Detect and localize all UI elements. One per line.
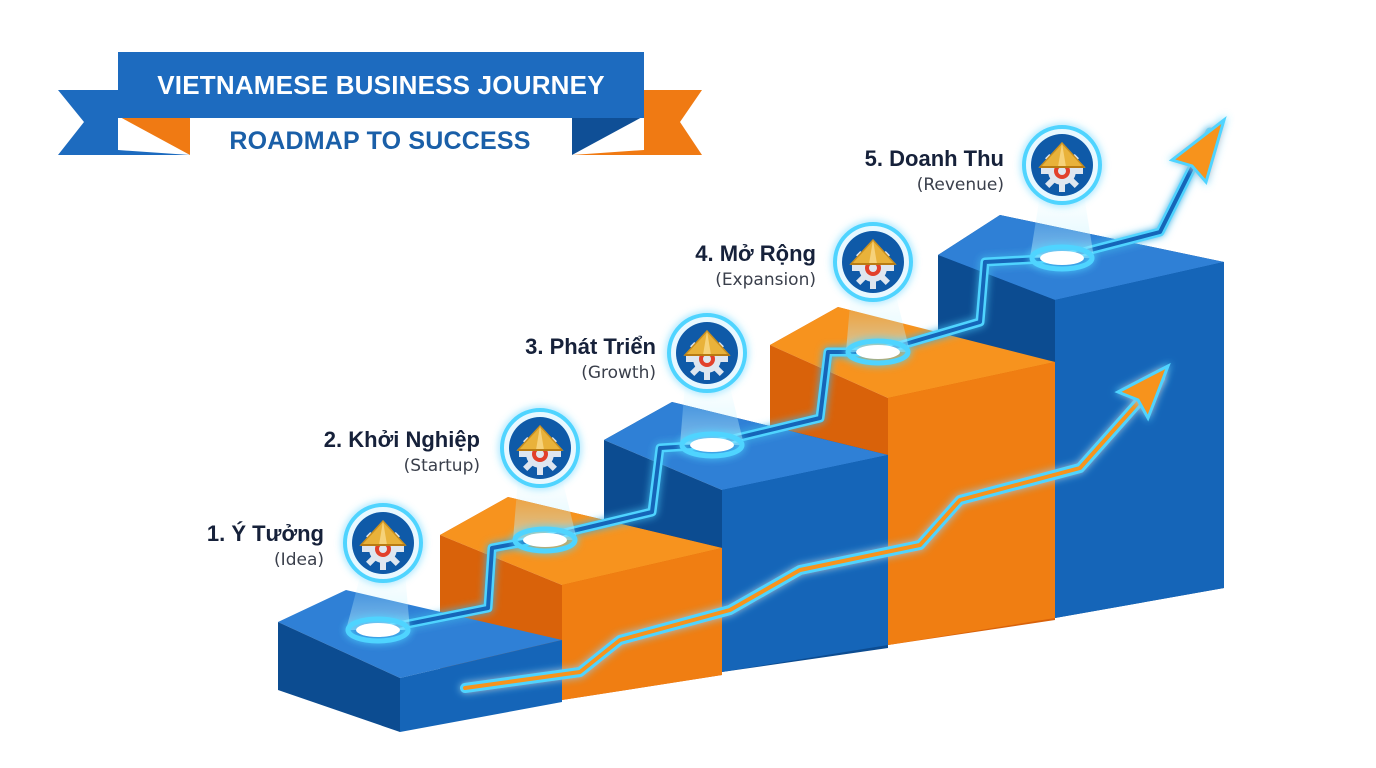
step-subtitle: (Startup) [403,456,480,476]
conical-hat-gear-icon [343,503,423,583]
banner-fold-right [572,116,644,155]
banner-tail-right [572,90,702,155]
step-title: 4. Mở Rộng [695,241,816,266]
arrow-head-top-icon [1168,116,1227,186]
conical-hat-gear-icon [833,222,913,302]
step-pad-5 [1029,195,1095,272]
banner-main-band [118,52,644,118]
step-icons [343,125,1102,583]
banner-tail-left [58,90,190,155]
step-label-2: 2. Khởi Nghiệp (Startup) [250,426,480,478]
arrow-head-front-icon [1114,362,1171,422]
step-pads [345,195,1095,644]
banner-fold-left [118,116,190,155]
conical-hat-gear-icon [1022,125,1102,205]
step-pad-1 [345,573,411,644]
step-title: 1. Ý Tưởng [206,521,324,546]
banner-subtitle: ROADMAP TO SUCCESS [229,126,531,155]
step-title: 5. Doanh Thu [864,146,1004,171]
step-label-5: 5. Doanh Thu (Revenue) [774,145,1004,197]
step-label-3: 3. Phát Triển (Growth) [426,333,656,385]
step-title: 3. Phát Triển [525,334,656,359]
step-subtitle: (Revenue) [916,175,1004,195]
banner-sub-band [190,118,572,162]
progress-path-top [373,127,1215,635]
growth-arrow-front [460,373,1165,693]
title-banner [58,52,702,162]
step-pad-2 [512,478,578,554]
step-subtitle: (Expansion) [715,270,816,290]
conical-hat-gear-icon [500,408,580,488]
conical-hat-gear-icon [667,313,747,393]
step-subtitle: (Growth) [581,363,656,383]
step-title: 2. Khởi Nghiệp [323,427,480,452]
banner-title: VIETNAMESE BUSINESS JOURNEY [157,69,605,100]
step-label-4: 4. Mở Rộng (Expansion) [586,240,816,292]
step-subtitle: (Idea) [274,550,324,570]
step-label-1: 1. Ý Tưởng (Idea) [94,520,324,572]
step-pad-4 [845,292,911,366]
step-pad-3 [679,383,745,459]
